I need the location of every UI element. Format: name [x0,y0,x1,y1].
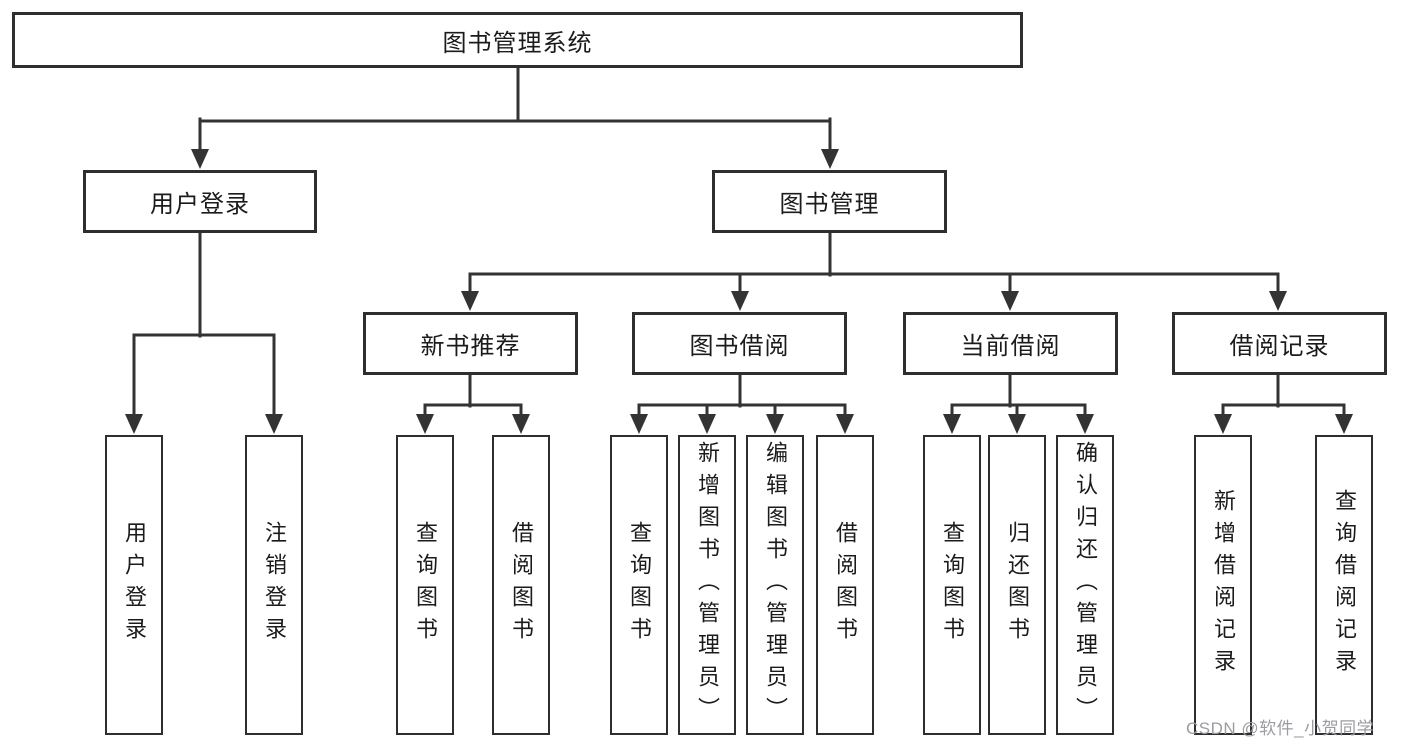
leaf-add-borrow-record: 新增借阅记录 [1194,435,1252,735]
leaf-confirm-return-admin: 确认归还（管理员） [1056,435,1114,735]
node-book-borrow: 图书借阅 [632,312,847,375]
leaf-label: 确认归还（管理员） [1073,441,1098,729]
node-label: 图书借阅 [689,333,790,360]
leaf-add-books-admin: 新增图书（管理员） [678,435,736,735]
leaf-label: 新增图书（管理员） [695,441,720,729]
leaf-query-books-recommend: 查询图书 [396,435,454,735]
leaf-query-books-current: 查询图书 [923,435,981,735]
node-label: 图书管理 [779,191,880,218]
node-label: 新书推荐 [420,333,521,360]
leaf-edit-books-admin: 编辑图书（管理员） [746,435,804,735]
node-book-management: 图书管理 [712,170,947,233]
leaf-label: 编辑图书（管理员） [763,441,788,729]
leaf-query-borrow-record: 查询借阅记录 [1315,435,1373,735]
leaf-label: 查询图书 [413,521,438,649]
leaf-label: 用户登录 [122,521,147,649]
leaf-borrow-books-recommend: 借阅图书 [492,435,550,735]
leaf-query-books-borrow: 查询图书 [610,435,668,735]
leaf-label: 新增借阅记录 [1211,489,1236,681]
leaf-label: 查询借阅记录 [1332,489,1357,681]
node-borrow-records: 借阅记录 [1172,312,1387,375]
node-label: 用户登录 [150,191,250,218]
leaf-user-login: 用户登录 [105,435,163,735]
node-label: 借阅记录 [1229,333,1330,360]
node-label: 图书管理系统 [442,29,593,57]
node-user-login: 用户登录 [83,170,317,233]
node-library-management-system: 图书管理系统 [12,12,1023,68]
node-current-borrow: 当前借阅 [903,312,1118,375]
leaf-label: 借阅图书 [509,521,534,649]
leaf-label: 借阅图书 [833,521,858,649]
leaf-borrow-books: 借阅图书 [816,435,874,735]
node-new-book-recommend: 新书推荐 [363,312,578,375]
leaf-logout: 注销登录 [245,435,303,735]
node-label: 当前借阅 [960,333,1061,360]
leaf-label: 注销登录 [262,521,287,649]
leaf-label: 查询图书 [627,521,652,649]
leaf-label: 查询图书 [940,521,965,649]
leaf-return-books: 归还图书 [988,435,1046,735]
leaf-label: 归还图书 [1005,521,1030,649]
csdn-watermark: CSDN @软件_小贺同学 [1186,719,1375,738]
arrowheads [125,149,1353,434]
